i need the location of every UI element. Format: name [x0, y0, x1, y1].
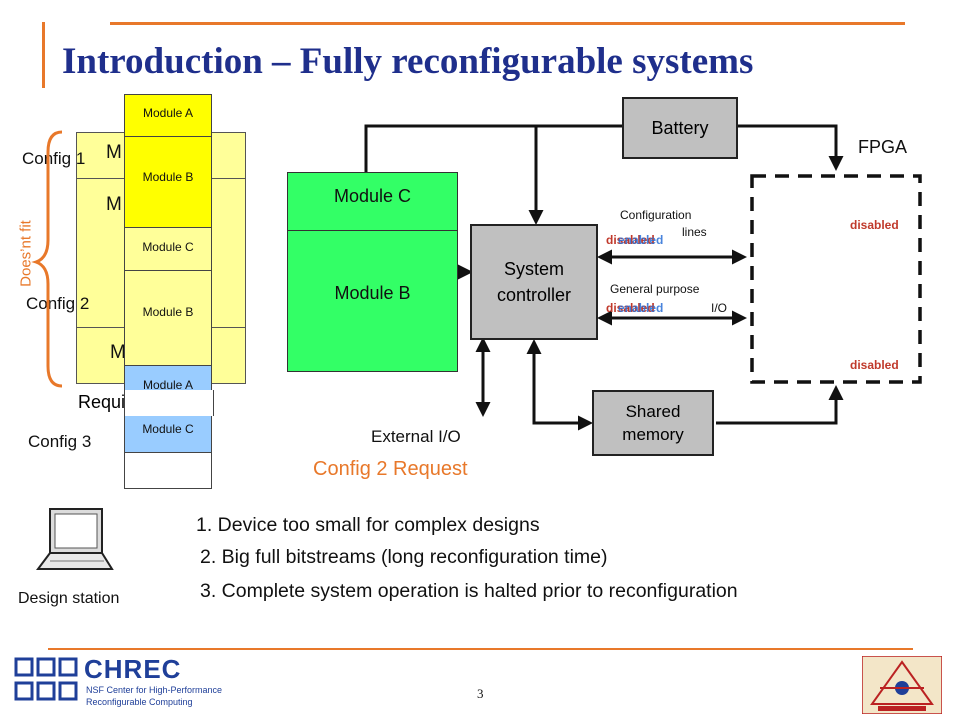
fpga-region-2-status: disabled: [850, 358, 899, 372]
module-c-label: Module C: [333, 186, 412, 206]
shared-memory-box: Shared memory: [592, 390, 714, 456]
loaded-modules-box: [287, 172, 458, 372]
required-mid-partial-label: M: [106, 194, 122, 215]
top-rule: [110, 22, 905, 25]
config-request-label: Config 2 Request: [313, 458, 468, 480]
chrec-logo-sub1: NSF Center for High-Performance: [86, 685, 223, 695]
ieee-logo-icon: [862, 656, 942, 714]
system-controller-label: System controller: [496, 259, 572, 305]
config2-divider: [124, 270, 212, 271]
bottom-rule: [48, 648, 913, 650]
config2-module-c: Module C: [142, 240, 194, 254]
config-lines-label-line2: lines: [682, 225, 707, 239]
doesnt-fit-brace: [31, 130, 63, 388]
config-lines-label-line1: Configuration: [620, 208, 692, 222]
slide-title: Introduction – Fully reconfigurable syst…: [62, 41, 754, 82]
config1-column: [124, 94, 212, 244]
battery-label: Battery: [651, 117, 709, 138]
page-number: 3: [477, 686, 484, 701]
battery-bus: [364, 124, 844, 172]
config1-module-b: Module B: [142, 170, 194, 184]
system-controller-box: System controller: [470, 224, 598, 340]
external-io-label: External I/O: [371, 427, 461, 446]
config2-label: Config 2: [26, 294, 90, 313]
config3-module-a: Module A: [142, 378, 194, 392]
chrec-logo-icon: [14, 657, 78, 701]
fpga-outline: [750, 174, 922, 384]
laptop-icon: [36, 508, 114, 570]
fpga-label: FPGA: [858, 137, 908, 157]
module-b-label: Module B: [334, 283, 411, 303]
gpio-label-line1: General purpose: [610, 282, 700, 296]
design-station-label: Design station: [18, 590, 120, 607]
gpio-label-line2: I/O: [711, 301, 728, 315]
config1-label: Config 1: [22, 149, 86, 168]
battery-box: Battery: [622, 97, 738, 159]
config-lines-disabled-tag: disabled: [606, 233, 655, 247]
config3-label: Config 3: [28, 432, 92, 451]
left-rule: [42, 22, 45, 88]
required-top-partial-label: M: [106, 142, 122, 163]
shared-memory-label: Shared memory: [622, 402, 684, 444]
chrec-logo-sub2: Reconfigurable Computing: [86, 697, 193, 707]
config1-divider: [124, 136, 212, 137]
memory-fpga-link: [716, 385, 844, 425]
gpio-disabled-tag: disabled: [606, 301, 655, 315]
controller-memory-link: [526, 339, 593, 431]
config1-module-a: Module A: [142, 106, 194, 120]
point-2: 2. Big full bitstreams (long reconfigura…: [200, 546, 608, 568]
chrec-logo-name: CHREC: [84, 654, 182, 684]
config2-column: [124, 227, 212, 369]
required-label-cover: [124, 390, 214, 416]
loaded-modules-divider: [287, 230, 458, 231]
gpio-enabled-tag: enabled: [618, 301, 664, 315]
fpga-region-1-status: disabled: [850, 218, 899, 232]
point-1: 1. Device too small for complex designs: [196, 514, 540, 536]
config3-divider-2: [124, 452, 212, 453]
config-lines-enabled-tag: enabled: [618, 233, 664, 247]
point-3: 3. Complete system operation is halted p…: [200, 580, 738, 602]
config2-module-b: Module B: [142, 305, 194, 319]
config3-module-c: Module C: [142, 422, 194, 436]
